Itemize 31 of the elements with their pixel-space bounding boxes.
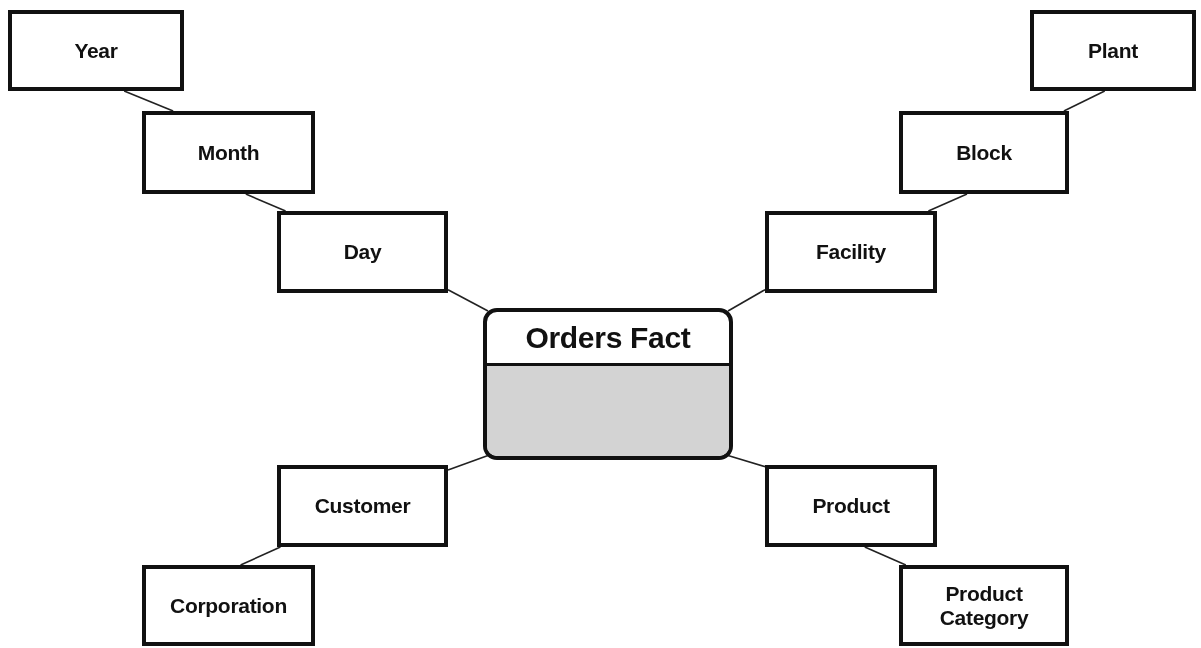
- dimension-box: [899, 111, 1069, 194]
- connector-line: [727, 454, 766, 468]
- connector-line: [447, 288, 489, 312]
- node-label: Year: [74, 38, 118, 63]
- connector-line: [927, 193, 968, 212]
- connector-line: [1063, 90, 1106, 112]
- node-label: Day: [343, 240, 382, 264]
- dimension-box: [277, 211, 448, 293]
- node-label: Product Category: [938, 582, 1030, 629]
- node-label: Customer: [314, 494, 411, 518]
- dimension-box: [1030, 10, 1196, 91]
- dimension-box: [142, 111, 315, 194]
- connector-line: [447, 454, 489, 471]
- table-title: Orders Fact: [525, 321, 691, 354]
- node-label: Plant: [1088, 38, 1138, 63]
- dimension-box: [765, 465, 937, 547]
- dimension-box: [899, 565, 1069, 646]
- dimension-box: [277, 465, 448, 547]
- dimension-box: [142, 565, 315, 646]
- dimension-box: [8, 10, 184, 91]
- connector-line: [863, 546, 907, 566]
- node-label: Corporation: [170, 593, 287, 618]
- dimension-box: [765, 211, 937, 293]
- connector-line: [245, 193, 287, 212]
- fact-table-box: [483, 308, 733, 460]
- node-label: Month: [197, 140, 260, 165]
- connector-line: [239, 546, 282, 566]
- node-label: Facility: [816, 240, 886, 264]
- connector-line: [727, 288, 766, 312]
- node-label: Product: [812, 494, 890, 518]
- node-label: Block: [956, 140, 1012, 165]
